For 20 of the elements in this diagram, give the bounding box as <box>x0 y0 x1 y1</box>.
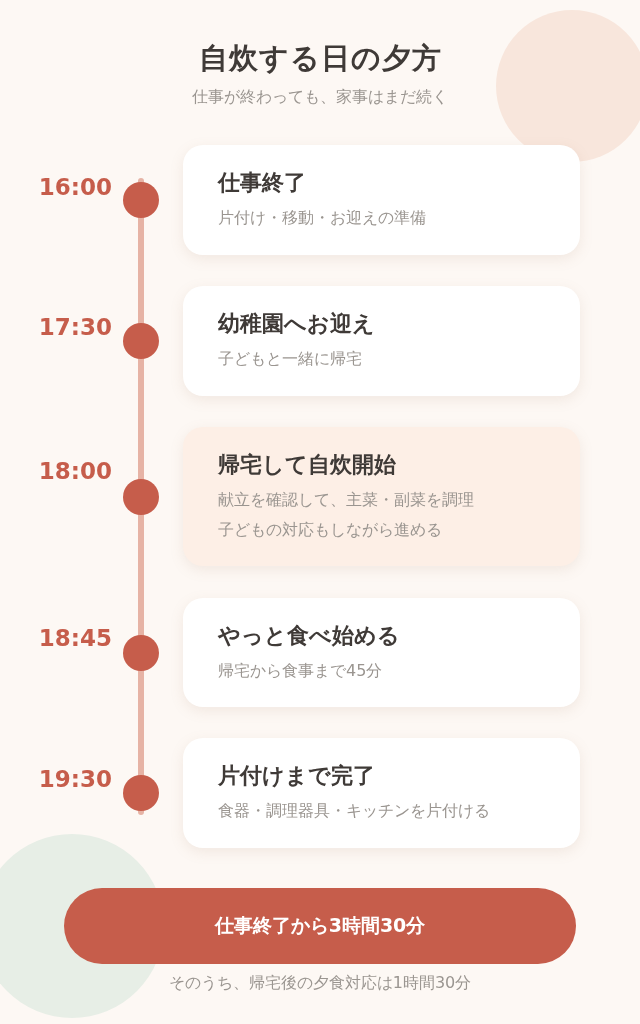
card-title: 片付けまで完了 <box>218 762 376 790</box>
summary-note: そのうち、帰宅後の夕食対応は1時間30分 <box>167 972 473 994</box>
title: 自炊する日の夕方 <box>197 40 443 77</box>
time-label: 18:00 <box>38 457 112 486</box>
card-title: 幼稚園へお迎え <box>218 310 376 338</box>
card-description: 子どもの対応もしながら進める <box>218 519 443 541</box>
time-label: 18:45 <box>38 624 112 653</box>
card-description: 帰宅から食事まで45分 <box>218 660 384 682</box>
card-description: 食器・調理器具・キッチンを片付ける <box>218 800 491 822</box>
card-title: やっと食べ始める <box>218 622 401 650</box>
card-description: 片付け・移動・お迎えの準備 <box>218 207 427 229</box>
summary-text: 仕事終了から3時間30分 <box>214 913 426 938</box>
time-label: 17:30 <box>38 313 112 342</box>
subtitle: 仕事が終わっても、家事はまだ続く <box>191 86 449 108</box>
card-description: 献立を確認して、主菜・副菜を調理 <box>218 489 475 511</box>
card-title: 帰宅して自炊開始 <box>218 451 397 479</box>
card-description: 子どもと一緒に帰宅 <box>218 348 363 370</box>
card-title: 仕事終了 <box>218 169 307 197</box>
time-label: 19:30 <box>38 765 112 794</box>
time-label: 16:00 <box>38 173 112 202</box>
